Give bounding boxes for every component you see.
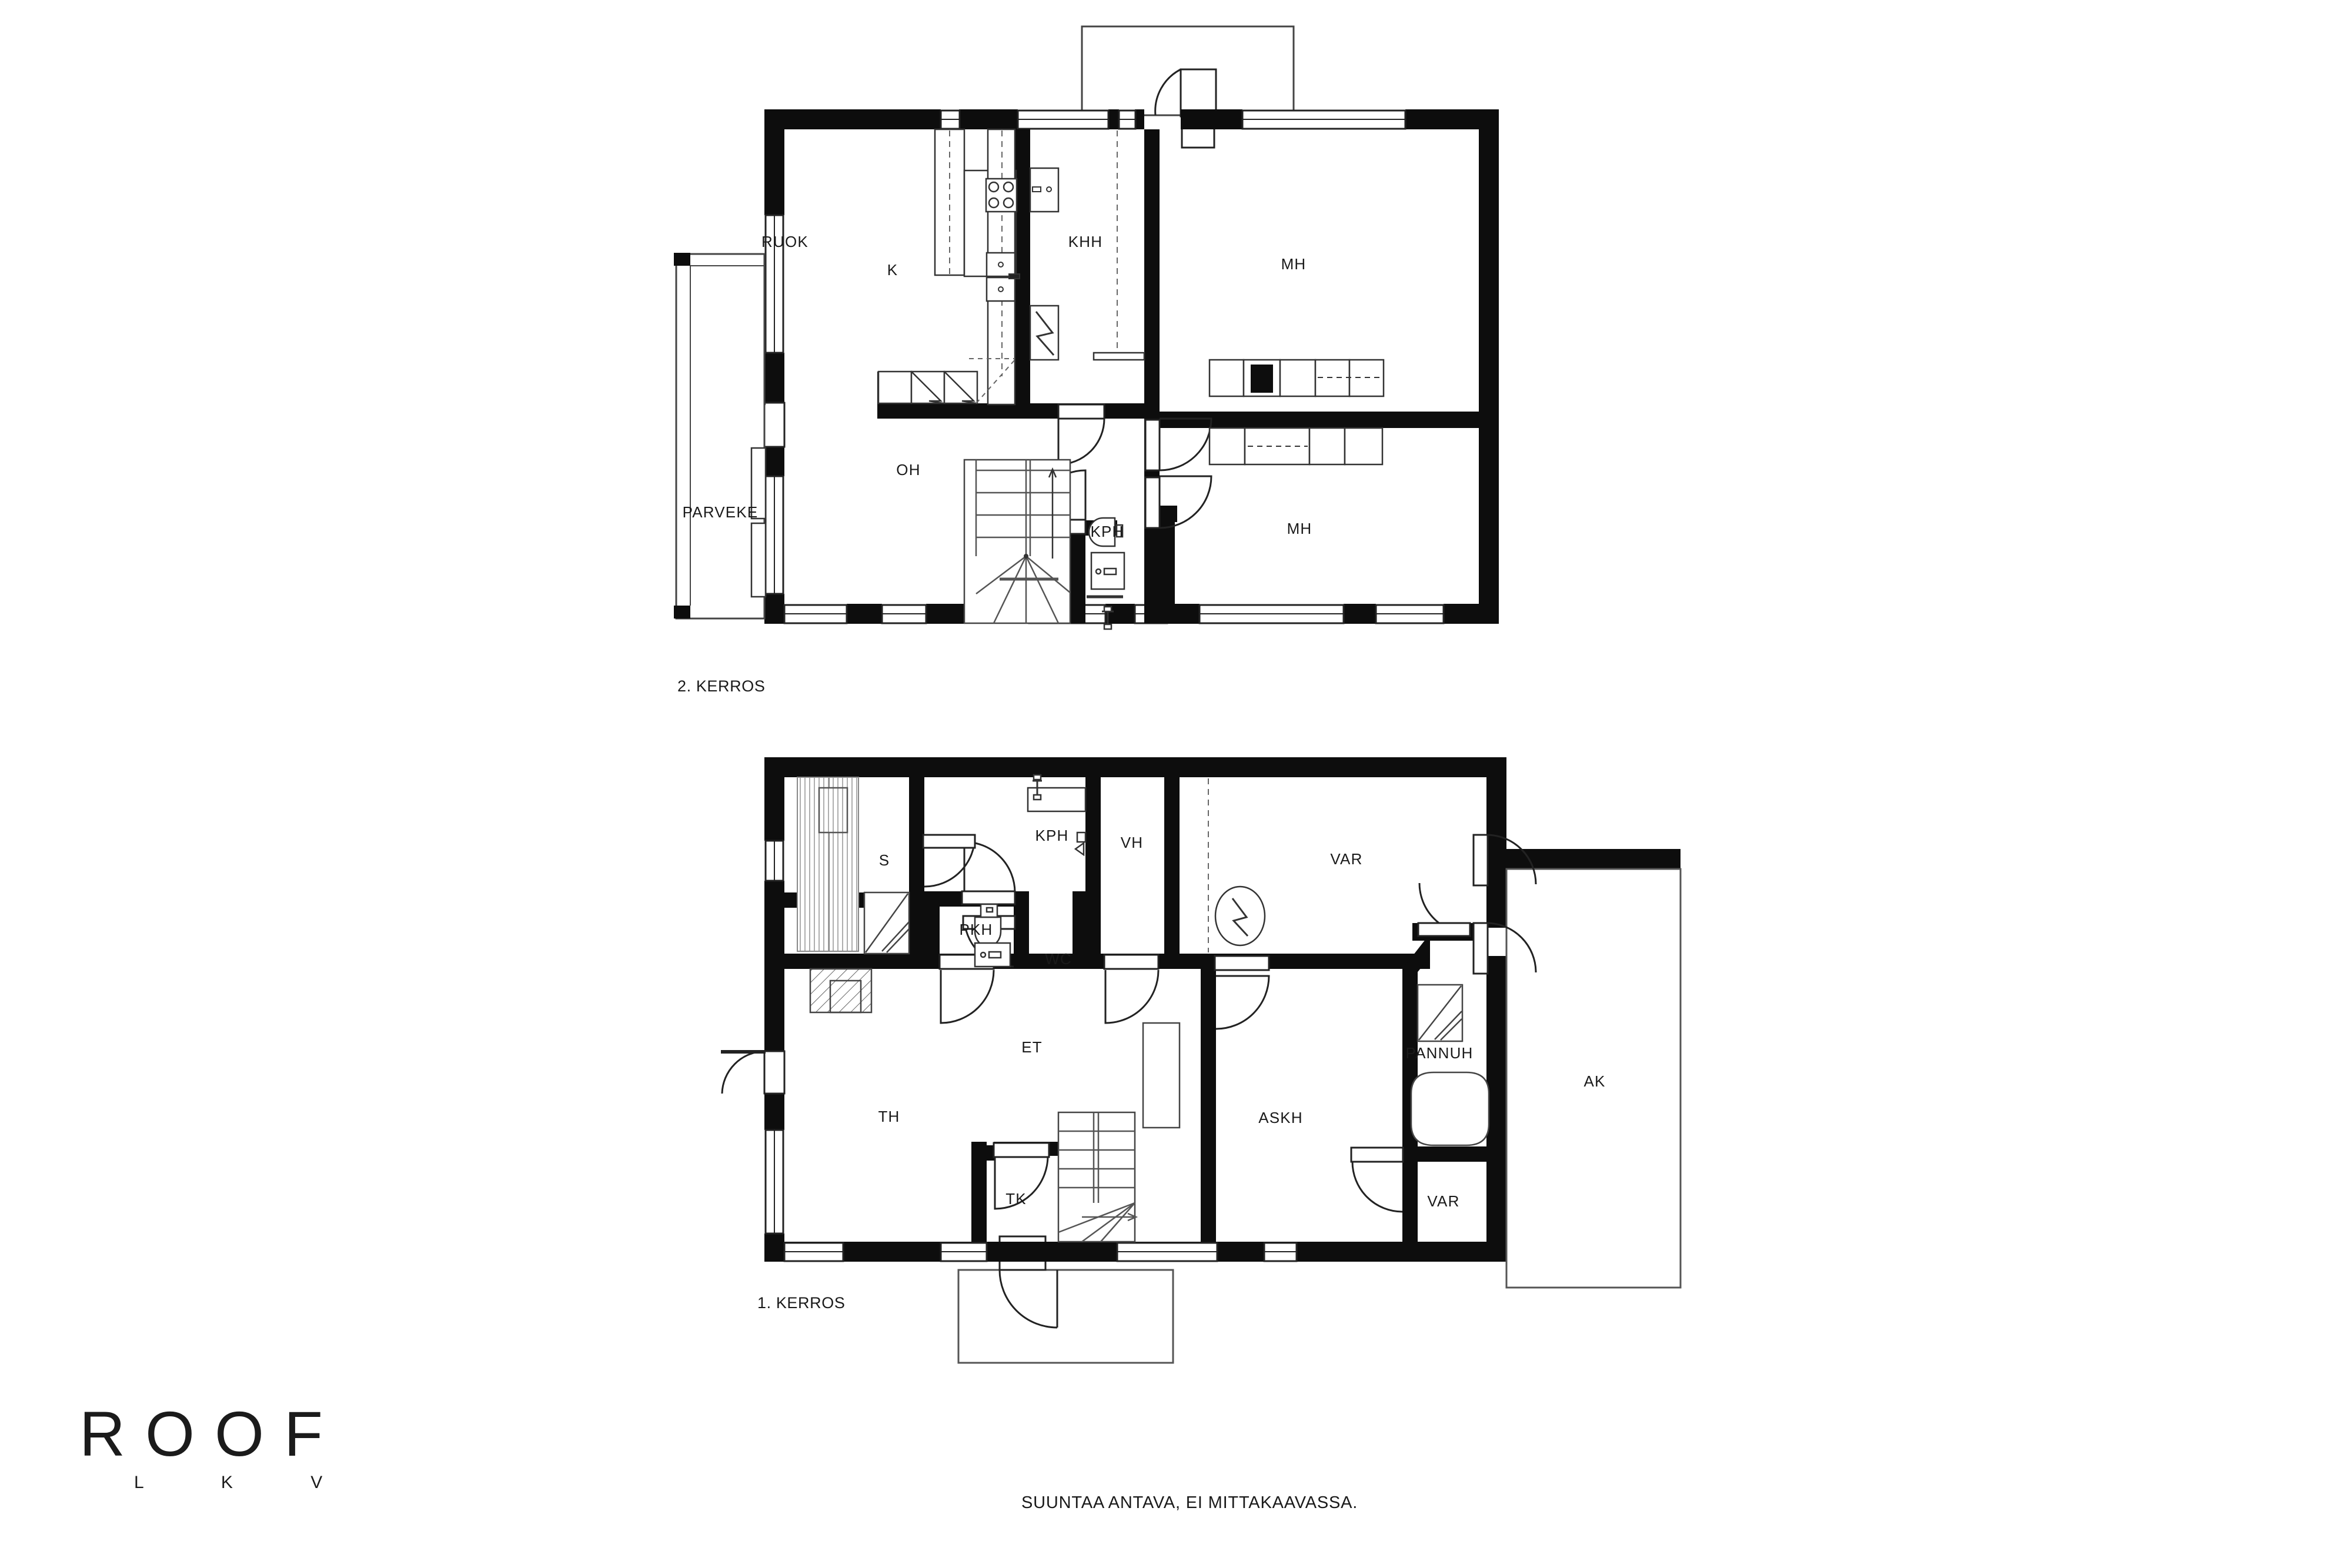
brand-subtitle: L K V [134, 1473, 359, 1492]
room-label-ak: AK [1583, 1072, 1605, 1090]
room-label-s: S [879, 851, 890, 869]
floor1-geometry: 1. KERROS S KPH VH VAR PKH WC PANNUH AK … [721, 757, 1682, 1364]
floor-label-1: 1. KERROS [757, 1294, 845, 1312]
room-label-askh: ASKH [1258, 1109, 1303, 1126]
room-label-var-low: VAR [1427, 1192, 1459, 1210]
room-label-oh: OH [896, 461, 920, 479]
room-label-kph-2: KPH [1090, 523, 1124, 540]
room-label-vh: VH [1121, 834, 1144, 851]
floor2-geometry: 2. KERROS RUOK K KHH MH OH PARVEKE KPH M… [674, 25, 1499, 695]
room-label-parveke: PARVEKE [683, 503, 759, 521]
room-label-ruok: RUOK [761, 233, 808, 250]
room-label-k: K [887, 261, 898, 279]
room-label-khh: KHH [1068, 233, 1103, 250]
room-label-mh-lower: MH [1287, 520, 1312, 537]
floor-label-2: 2. KERROS [677, 677, 765, 695]
room-label-th: TH [878, 1108, 900, 1125]
room-label-pkh: PKH [959, 921, 993, 938]
room-label-pannuh: PANNUH [1405, 1044, 1473, 1062]
brand-name: ROOF [79, 1398, 343, 1469]
room-label-var-up: VAR [1330, 850, 1362, 868]
room-label-kph-1: KPH [1035, 827, 1068, 844]
room-label-mh-upper: MH [1281, 255, 1307, 273]
room-label-tk: TK [1005, 1190, 1027, 1208]
brand-logo: ROOF L K V [79, 1402, 385, 1514]
room-label-wc: WC [1045, 950, 1072, 968]
scale-disclaimer: SUUNTAA ANTAVA, EI MITTAKAAVASSA. [1021, 1493, 1358, 1512]
room-label-et: ET [1021, 1038, 1043, 1056]
